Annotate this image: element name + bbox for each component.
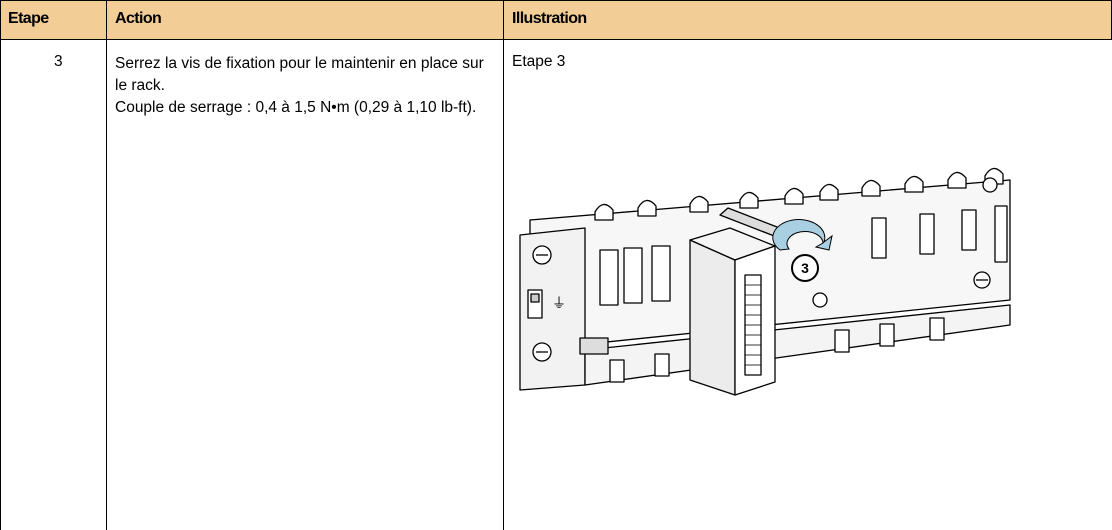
action-torque: Couple de serrage : 0,4 à 1,5 N•m (0,29 …	[115, 99, 477, 116]
rack-illustration: ⏚	[519, 167, 1011, 396]
step-number: 3	[54, 53, 63, 70]
table-border-left	[0, 0, 1, 530]
table-border-top	[0, 0, 1112, 1]
module-side	[689, 239, 736, 396]
step-callout-number: 3	[801, 260, 809, 276]
header-action: Action	[115, 10, 162, 27]
header-bottom-border	[0, 39, 1112, 40]
table-header-row	[1, 1, 1111, 39]
rack-bottom-tabs	[609, 317, 945, 383]
rack-slot-connectors	[599, 205, 1008, 306]
header-illustration: Illustration	[512, 10, 587, 27]
rack-top-tabs	[594, 167, 1004, 221]
column-divider-illustration	[503, 0, 504, 530]
step-callout	[791, 254, 819, 282]
action-text: Serrez la vis de fixation pour le mainte…	[115, 53, 500, 119]
ground-symbol: ⏚	[552, 296, 566, 312]
action-instruction: Serrez la vis de fixation pour le mainte…	[115, 55, 484, 94]
column-divider-action	[106, 0, 107, 530]
header-etape: Etape	[8, 10, 49, 27]
illustration-label: Etape 3	[512, 53, 566, 70]
rotation-arrow	[772, 219, 833, 251]
